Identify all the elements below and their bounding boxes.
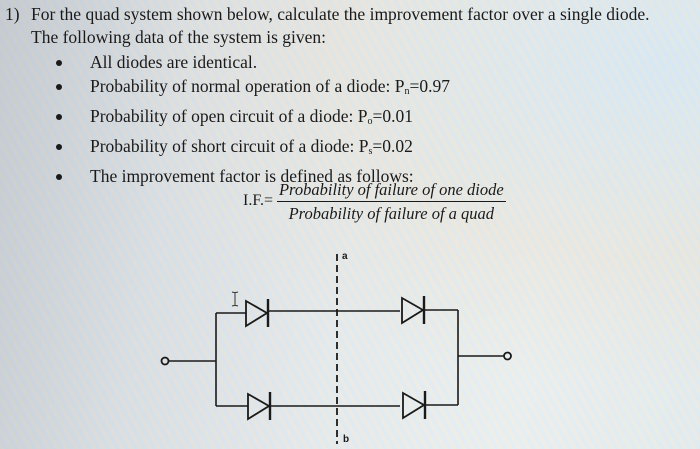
given-data-list: All diodes are identical. Probability of… [48,50,450,188]
formula-fraction: Probability of failure of one diode Prob… [276,180,506,224]
bullet-icon [56,174,62,180]
bullet-normal-operation: Probability of normal operation of a dio… [48,74,450,104]
bullet-improvement-factor: The improvement factor is defined as fol… [48,164,450,188]
bullet-open-circuit: Probability of open circuit of a diode: … [48,104,450,134]
text-cursor-icon [231,291,239,307]
left-terminal-icon [160,356,170,366]
bullet-short-circuit: Probability of short circuit of a diode:… [48,134,450,164]
right-terminal-icon [503,351,512,361]
question-number: 1) [5,4,20,24]
problem-intro-line2: The following data of the system is give… [31,27,327,47]
bullet-icon [56,144,62,150]
diode-icon [245,299,270,328]
formula-label: I.F.= [243,192,273,209]
bullet-identical-diodes: All diodes are identical. [48,50,450,74]
improvement-factor-formula: I.F.= Probability of failure of one diod… [243,180,506,224]
bullet-icon [56,84,62,90]
diode-icon [402,391,427,420]
problem-intro-line1: For the quad system shown below, calcula… [31,4,650,24]
diode-icon [401,296,426,325]
bullet-icon [56,60,62,66]
bullet-icon [56,114,62,120]
formula-denominator: Probability of failure of a quad [288,204,495,223]
formula-numerator: Probability of failure of one diode [276,180,506,202]
cut-label-b: b [343,434,350,445]
cut-label-a: a [342,251,348,262]
diode-icon [247,392,272,421]
